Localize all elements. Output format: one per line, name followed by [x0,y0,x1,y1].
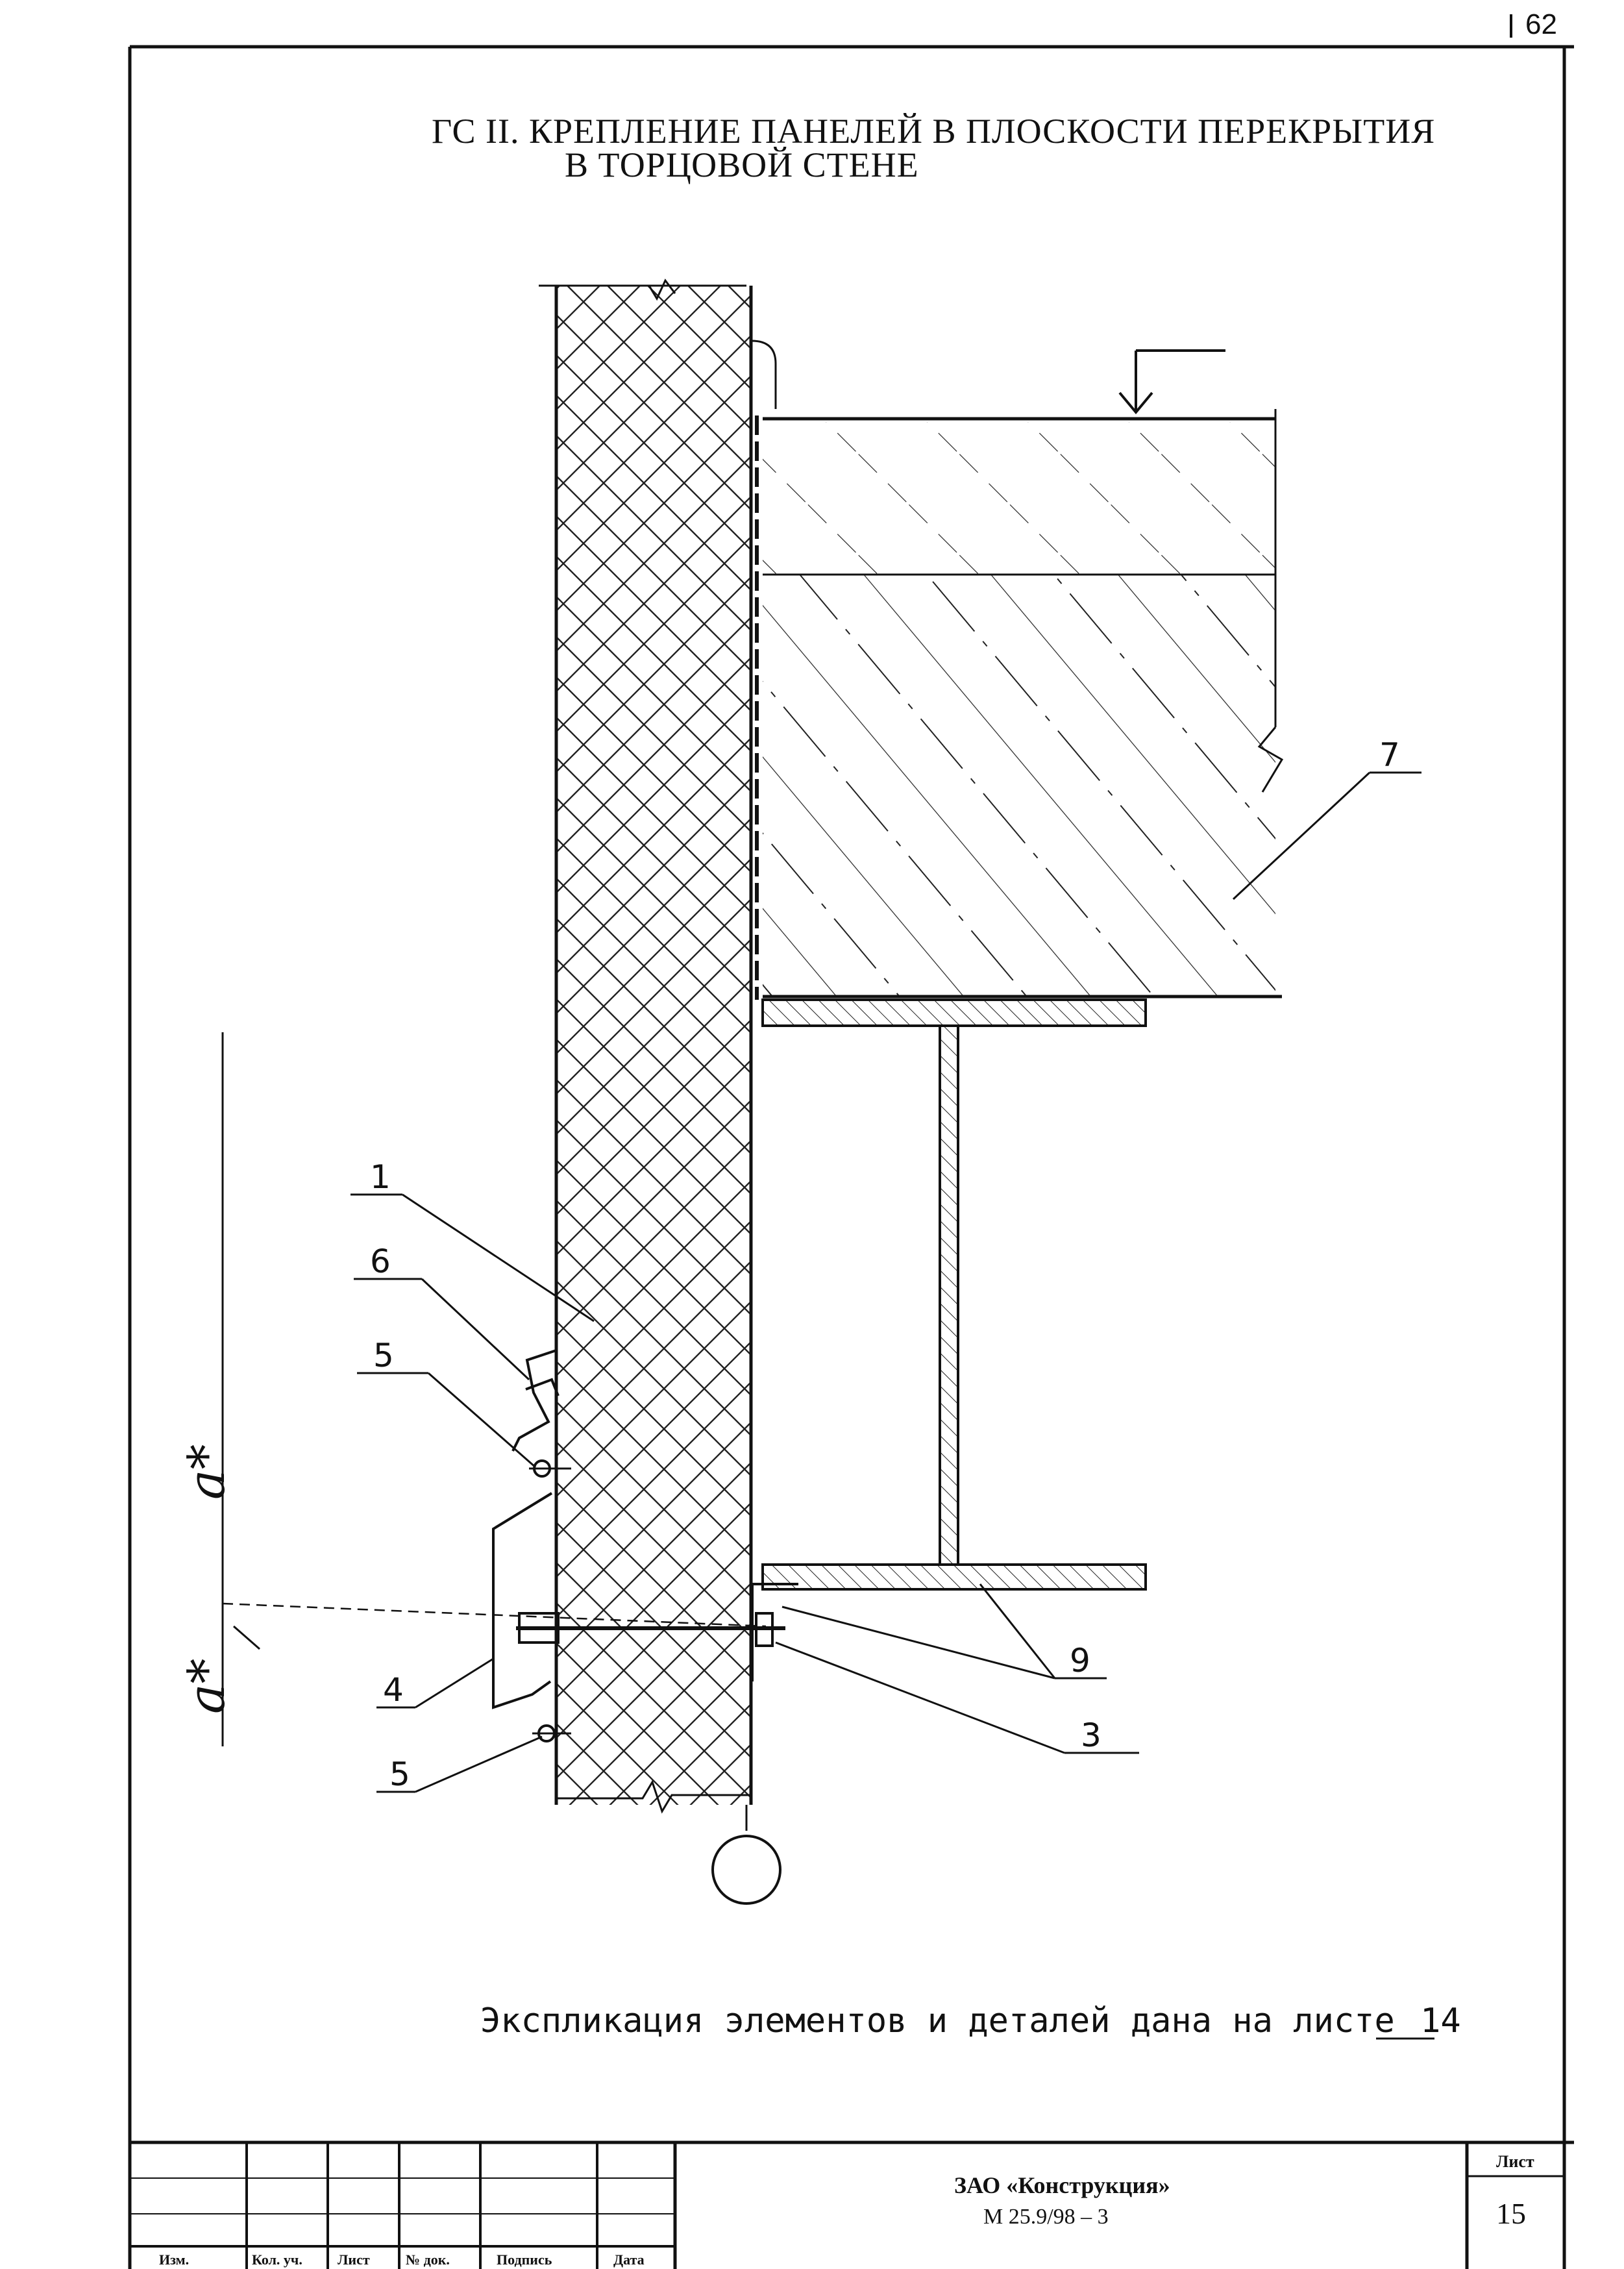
leader-lines [351,771,1421,1793]
steel-beam [750,998,1147,1681]
dimension-label-upper: a* [178,1444,236,1500]
stamp-header-0: Изм. [159,2251,189,2268]
drawing-title-line1: ГС II. КРЕПЛЕНИЕ ПАНЕЛЕЙ В ПЛОСКОСТИ ПЕР… [432,112,1435,151]
callout-1: 1 [370,1158,391,1196]
callout-3: 3 [1081,1717,1101,1754]
dimension-line: a* a* [178,1032,767,1746]
dimension-label-lower: a* [178,1658,236,1714]
note-sheet-ref: 14 [1420,2002,1461,2040]
stamp-sheet-label: Лист [1496,2152,1534,2171]
callout-4: 4 [383,1671,404,1709]
stamp-header-5: Дата [613,2251,645,2268]
callout-9: 9 [1070,1642,1090,1680]
callout-7: 7 [1379,736,1400,774]
note-text: Экспликация элементов и деталей дана на … [480,2002,1395,2040]
axis-marker [711,1805,781,1905]
stamp-header-3: № док. [406,2251,450,2268]
page-number: 62 [1525,8,1557,40]
stamp-sheet-number: 15 [1496,2197,1526,2230]
callout-5-upper: 5 [373,1337,394,1374]
page-number-block: 62 [1510,8,1557,40]
callout-5-lower: 5 [389,1755,410,1793]
stamp-organization: ЗАО «Конструкция» [954,2172,1170,2198]
drawing-title-line2: В ТОРЦОВОЙ СТЕНЕ [565,145,919,184]
sheet-frame [128,45,1574,2269]
callout-6: 6 [370,1243,391,1280]
title-block: Изм. Кол. уч. Лист № док. Подпись Дата З… [130,2140,1574,2269]
explication-note: Экспликация элементов и деталей дана на … [480,2002,1461,2040]
fastening-details [492,1349,785,1742]
stamp-header-4: Подпись [497,2251,552,2268]
stamp-header-1: Кол. уч. [252,2251,302,2268]
stamp-document-code: М 25.9/98 – 3 [983,2205,1109,2229]
stamp-header-2: Лист [338,2251,370,2268]
wall-panel [539,279,753,1814]
floor-slab [750,340,1284,1623]
svg-text:Экспликация элементов и детале: Экспликация элементов и деталей дана на … [480,2002,1461,2040]
